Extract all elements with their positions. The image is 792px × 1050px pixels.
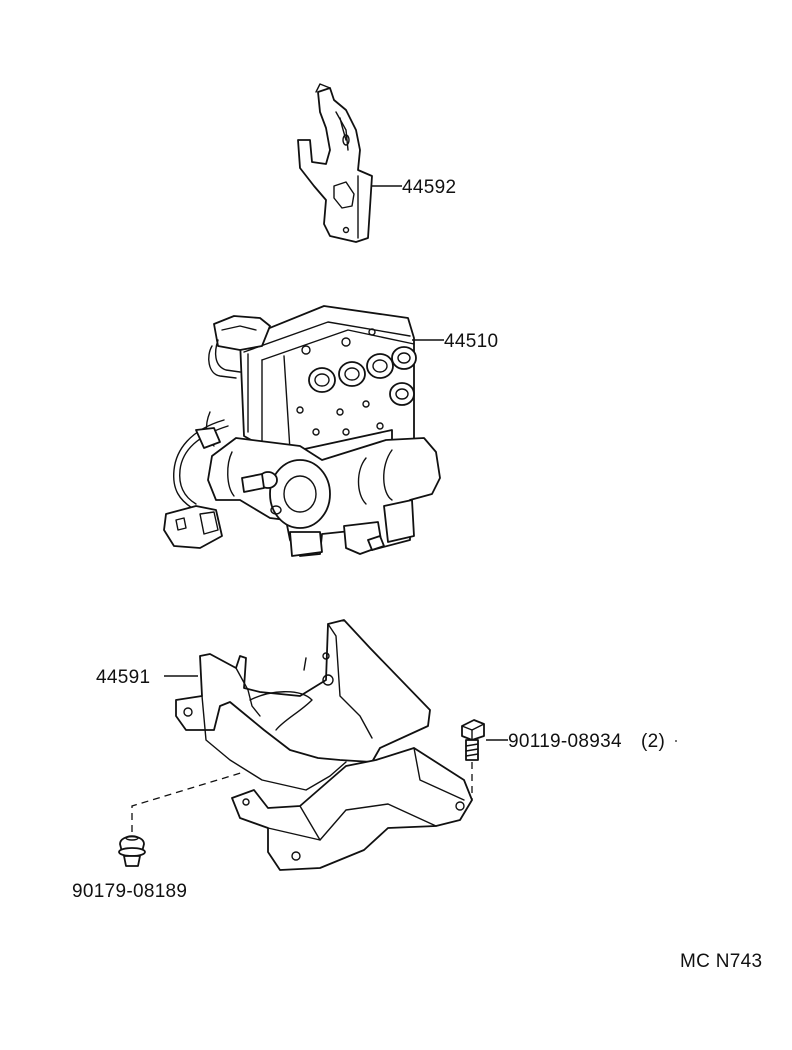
diagram-code: MC N743: [680, 951, 762, 972]
bolt-90119-08934: [461, 719, 485, 761]
lower-bracket-44591: [175, 619, 473, 871]
upper-bracket-44592: [297, 83, 373, 243]
label-44510: 44510: [444, 331, 498, 352]
label-44592: 44592: [402, 177, 456, 198]
label-90179-08189: 90179-08189: [72, 881, 187, 902]
grommet-dashed-line: [131, 771, 245, 832]
stray-dot: [675, 740, 677, 742]
label-90119-08934: 90119-08934: [508, 731, 622, 752]
grommet-90179-08189: [118, 835, 146, 867]
fittings: [301, 328, 417, 406]
label-bolt-quantity: (2): [641, 731, 665, 752]
abs-actuator-44510: [163, 305, 441, 557]
label-44591: 44591: [96, 667, 150, 688]
